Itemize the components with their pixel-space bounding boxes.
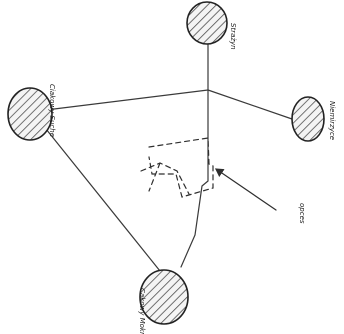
edge-junction-cakowy-mokre: [180, 89, 209, 268]
annotation-arrow: [215, 168, 277, 211]
nodes-layer: Strażyn Niemirzyce Ciakowy Suche Cakowy …: [7, 1, 336, 334]
edge-junction-niemirzyce: [207, 89, 293, 120]
annotation-label: opces: [298, 203, 306, 224]
node-niemirzyce: Niemirzyce: [291, 96, 336, 142]
node-strazyn-label: Strażyn: [229, 23, 237, 50]
node-cakowy-mokre-label: Cakowy Mokre: [138, 288, 146, 334]
edge-cakowy-suche-junction: [45, 89, 209, 111]
node-cakowy-mokre-shape: [139, 269, 189, 325]
edge-cakowy-suche-cakowy-mokre: [45, 128, 161, 272]
node-niemirzyce-shape: [291, 96, 325, 142]
node-strazyn: Strażyn: [186, 1, 237, 50]
node-cakowy-suche-label: Ciakowy Suche: [48, 84, 56, 137]
connection-lines: [45, 30, 293, 272]
node-cakowy-mokre: Cakowy Mokre: [138, 269, 189, 334]
annotation-label-group: opces: [298, 203, 306, 224]
annotation-inner-dashed-path: [140, 162, 190, 195]
annotation-inner-dashed-branch: [148, 162, 161, 192]
node-niemirzyce-label: Niemirzyce: [328, 101, 336, 140]
node-strazyn-shape: [186, 1, 228, 45]
node-cakowy-suche: Ciakowy Suche: [7, 84, 56, 141]
annotation-area: [140, 137, 277, 211]
node-cakowy-suche-shape: [7, 87, 53, 141]
annotation-dashed-outline: [148, 137, 214, 198]
